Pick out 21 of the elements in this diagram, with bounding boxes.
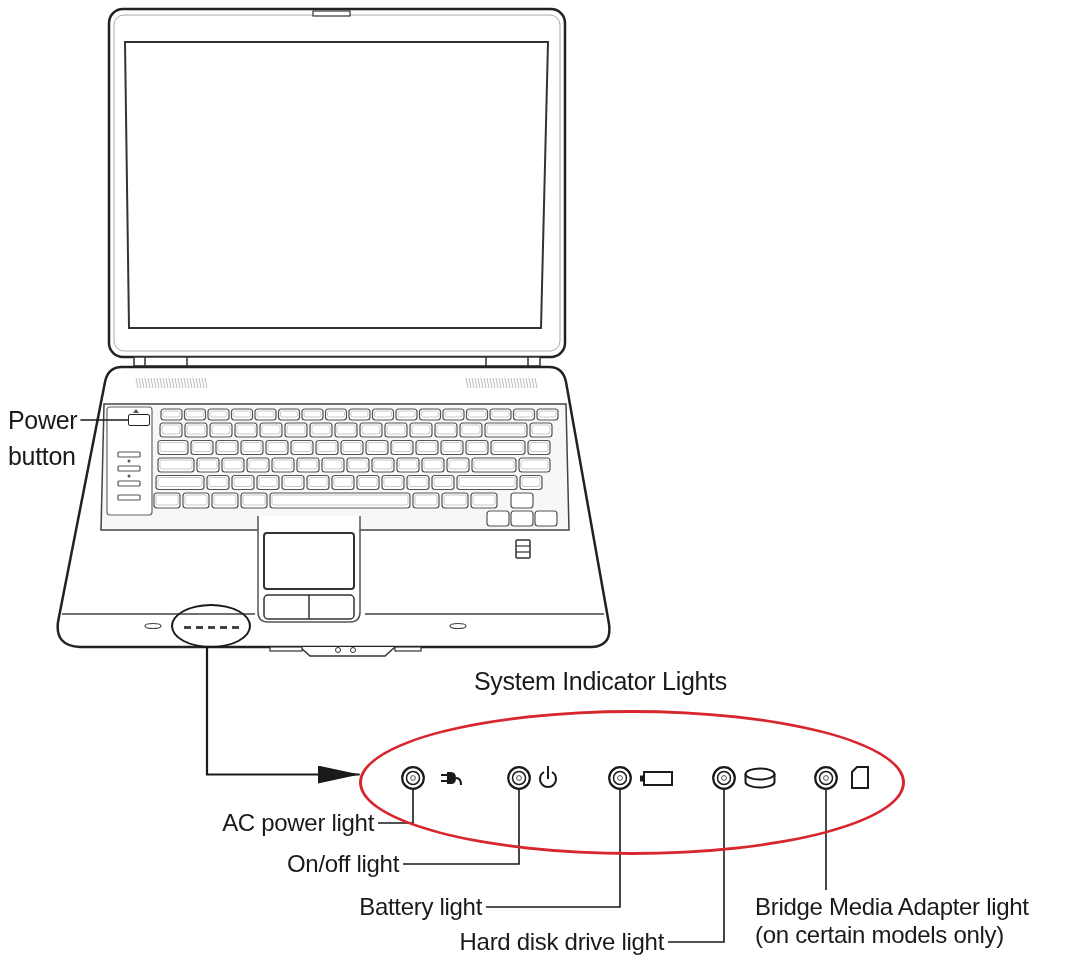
callout-label: Hard disk drive light xyxy=(459,928,664,956)
indicator-light xyxy=(401,766,425,790)
callout-ellipse xyxy=(171,604,251,648)
leader-line xyxy=(825,789,827,891)
leader-line xyxy=(667,789,725,943)
indicator-light xyxy=(608,766,632,790)
leader-line xyxy=(377,789,414,824)
leader-line xyxy=(79,419,129,421)
indicator-light xyxy=(712,766,736,790)
callout-label: Battery light xyxy=(359,893,482,921)
callout-label: Bridge Media Adapter light (on certain models only) xyxy=(755,893,1047,949)
leader-line xyxy=(485,789,621,908)
callout-label: AC power light xyxy=(222,809,374,837)
group-title: System Indicator Lights xyxy=(474,666,727,696)
callout-label: On/off light xyxy=(286,850,399,878)
power-button xyxy=(128,414,150,426)
indicator-light xyxy=(507,766,531,790)
arrow xyxy=(205,648,360,784)
callout-label: Power button xyxy=(8,402,78,474)
leader-line xyxy=(402,789,520,865)
indicator-light xyxy=(814,766,838,790)
